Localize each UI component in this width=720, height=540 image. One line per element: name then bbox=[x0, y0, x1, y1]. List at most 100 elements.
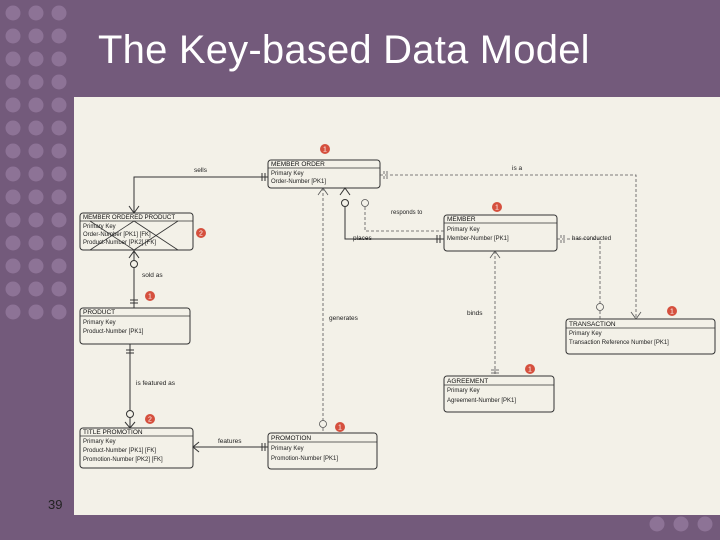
decorative-dot bbox=[5, 189, 21, 205]
entity-attr: Primary Key bbox=[569, 331, 602, 337]
entity-transaction: TRANSACTION Primary Key Transaction Refe… bbox=[565, 318, 716, 355]
marker-member: 1 bbox=[495, 205, 499, 212]
relationship-lines bbox=[89, 173, 444, 453]
decorative-dot bbox=[51, 143, 67, 159]
entity-attr: Promotion-Number [PK1] bbox=[271, 456, 338, 462]
decorative-dot bbox=[28, 97, 44, 113]
label-features: features bbox=[218, 438, 242, 445]
entity-attr: Order-Number [PK1] [FK] bbox=[83, 232, 151, 238]
slide-title: The Key-based Data Model bbox=[98, 28, 590, 72]
entity-attr: Product-Number [PK1] bbox=[83, 329, 144, 335]
entity-agreement: AGREEMENT Primary Key Agreement-Number [… bbox=[443, 375, 555, 413]
decorative-dot bbox=[51, 51, 67, 67]
decorative-dot bbox=[28, 120, 44, 136]
entity-product: PRODUCT Primary Key Product-Number [PK1] bbox=[79, 307, 191, 345]
entity-member-order: MEMBER ORDER Primary Key Order-Number [P… bbox=[267, 159, 381, 189]
decorative-dot bbox=[28, 5, 44, 21]
entity-attr: Primary Key bbox=[447, 227, 480, 233]
entity-markers: 1 2 1 1 1 1 2 1 bbox=[145, 144, 677, 432]
slide-number: 39 bbox=[48, 497, 63, 512]
decorative-dot bbox=[51, 212, 67, 228]
entity-attr: Primary Key bbox=[271, 171, 304, 177]
entity-attr: Primary Key bbox=[447, 388, 480, 394]
decorative-dot bbox=[649, 516, 665, 532]
decorative-dot bbox=[697, 516, 713, 532]
label-is-featured-as: is featured as bbox=[136, 380, 176, 387]
entity-attr: Primary Key bbox=[271, 446, 304, 452]
decorative-dot bbox=[28, 166, 44, 182]
entity-name: PRODUCT bbox=[83, 309, 115, 316]
entity-attr: Product-Number [PK2] [FK] bbox=[83, 240, 156, 246]
entity-name: MEMBER ORDERED PRODUCT bbox=[83, 214, 175, 221]
decorative-dot bbox=[5, 304, 21, 320]
marker-member-ordered-product: 2 bbox=[199, 231, 203, 238]
decorative-dot bbox=[51, 120, 67, 136]
label-has-conducted: has conducted bbox=[572, 236, 611, 242]
decorative-dot bbox=[51, 281, 67, 297]
entity-name: AGREEMENT bbox=[447, 378, 488, 385]
decorative-dot bbox=[28, 28, 44, 44]
decorative-dot bbox=[5, 166, 21, 182]
marker-promotion: 1 bbox=[338, 425, 342, 432]
decorative-dot bbox=[51, 166, 67, 182]
entity-name: MEMBER bbox=[447, 216, 476, 223]
marker-product: 1 bbox=[148, 294, 152, 301]
decorative-dot bbox=[28, 189, 44, 205]
decorative-dot bbox=[5, 74, 21, 90]
decorative-dot bbox=[28, 51, 44, 67]
decorative-dot bbox=[51, 258, 67, 274]
decorative-dot bbox=[28, 212, 44, 228]
decorative-dot bbox=[28, 143, 44, 159]
label-generates: generates bbox=[329, 315, 359, 322]
decorative-dot bbox=[28, 258, 44, 274]
decorative-dot bbox=[51, 74, 67, 90]
entity-attr: Product-Number [PK1] [FK] bbox=[83, 448, 156, 454]
marker-member-order: 1 bbox=[323, 147, 327, 154]
label-sold-as: sold as bbox=[142, 272, 163, 279]
decorative-dot bbox=[5, 235, 21, 251]
decorative-dot bbox=[5, 120, 21, 136]
label-responds-to: responds to bbox=[391, 210, 423, 216]
entity-member-ordered-product: MEMBER ORDERED PRODUCT Primary Key Order… bbox=[79, 212, 194, 251]
entity-name: MEMBER ORDER bbox=[271, 161, 325, 168]
decorative-dot bbox=[28, 304, 44, 320]
decorative-dot bbox=[673, 516, 689, 532]
decorative-dot bbox=[5, 258, 21, 274]
decorative-dot bbox=[5, 143, 21, 159]
entity-attr: Transaction Reference Number [PK1] bbox=[569, 340, 669, 346]
label-is-a: is a bbox=[512, 165, 523, 172]
entity-attr: Member-Number [PK1] bbox=[447, 236, 509, 242]
decorative-dot bbox=[5, 212, 21, 228]
decorative-dot bbox=[5, 281, 21, 297]
entity-attr: Primary Key bbox=[83, 439, 116, 445]
content-area bbox=[74, 97, 720, 515]
entity-member: MEMBER Primary Key Member-Number [PK1] bbox=[443, 214, 558, 252]
entity-attr: Promotion-Number [PK2] [FK] bbox=[83, 457, 163, 463]
entity-attr: Primary Key bbox=[83, 320, 116, 326]
marker-agreement: 1 bbox=[528, 367, 532, 374]
decorative-dot bbox=[5, 51, 21, 67]
entity-attr: Agreement-Number [PK1] bbox=[447, 398, 516, 404]
decorative-dot bbox=[51, 97, 67, 113]
label-places: places bbox=[353, 235, 373, 242]
label-binds: binds bbox=[467, 310, 483, 317]
label-sells: sells bbox=[194, 167, 208, 174]
decorative-dot bbox=[51, 304, 67, 320]
entity-name: TITLE PROMOTION bbox=[83, 429, 143, 436]
decorative-dot bbox=[28, 74, 44, 90]
relationship-labels: sells is a responds to places has conduc… bbox=[136, 165, 611, 445]
decorative-dot bbox=[51, 28, 67, 44]
decorative-dot bbox=[28, 235, 44, 251]
decorative-dot bbox=[28, 281, 44, 297]
entity-title-promotion: TITLE PROMOTION Primary Key Product-Numb… bbox=[79, 427, 194, 469]
marker-title-promotion: 2 bbox=[148, 417, 152, 424]
decorative-dot bbox=[5, 28, 21, 44]
entity-promotion: PROMOTION Primary Key Promotion-Number [… bbox=[267, 432, 378, 470]
entity-name: PROMOTION bbox=[271, 435, 311, 442]
entity-attr: Order-Number [PK1] bbox=[271, 179, 326, 185]
decorative-dot bbox=[51, 235, 67, 251]
marker-transaction: 1 bbox=[670, 309, 674, 316]
decorative-dot bbox=[51, 5, 67, 21]
entity-name: TRANSACTION bbox=[569, 321, 616, 328]
